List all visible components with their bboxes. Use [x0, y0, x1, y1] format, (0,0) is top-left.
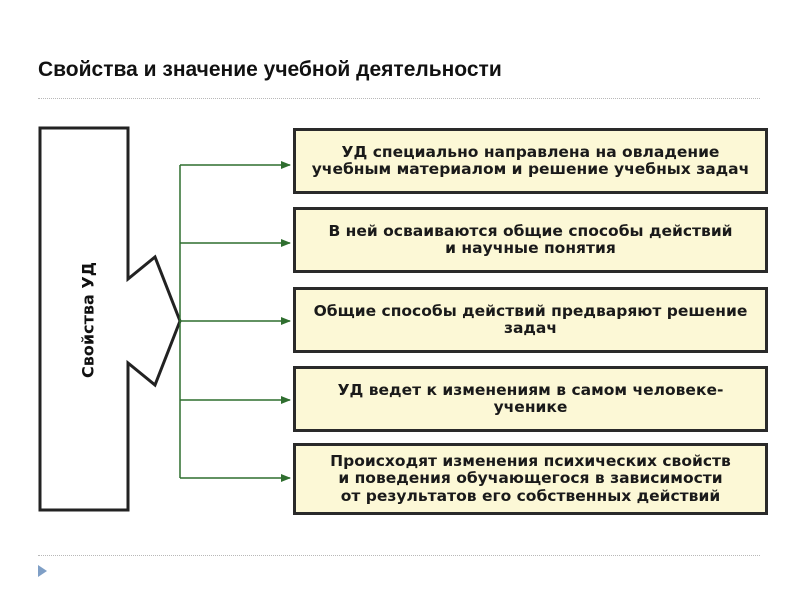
property-text-2: В ней осваиваются общие способы действий…: [328, 221, 733, 257]
property-box-2: В ней осваиваются общие способы действий…: [293, 207, 768, 273]
footer-divider: [38, 555, 760, 556]
property-text-1: УД специально направлена на овладение уч…: [311, 142, 750, 178]
root-label: Свойства УД: [78, 262, 98, 378]
root-block: [38, 126, 182, 512]
title-divider: [38, 98, 760, 99]
property-box-5: Происходят изменения психических свойств…: [293, 443, 768, 515]
property-box-4: УД ведет к изменениям в самом человеке- …: [293, 366, 768, 432]
property-text-3: Общие способы действий предваряют решени…: [313, 301, 748, 337]
page-title: Свойства и значение учебной деятельности: [38, 58, 502, 81]
property-box-3: Общие способы действий предваряют решени…: [293, 287, 768, 353]
property-text-5: Происходят изменения психических свойств…: [330, 451, 731, 505]
bullet-triangle-icon: [38, 565, 47, 577]
property-box-1: УД специально направлена на овладение уч…: [293, 128, 768, 194]
property-text-4: УД ведет к изменениям в самом человеке- …: [337, 380, 724, 416]
